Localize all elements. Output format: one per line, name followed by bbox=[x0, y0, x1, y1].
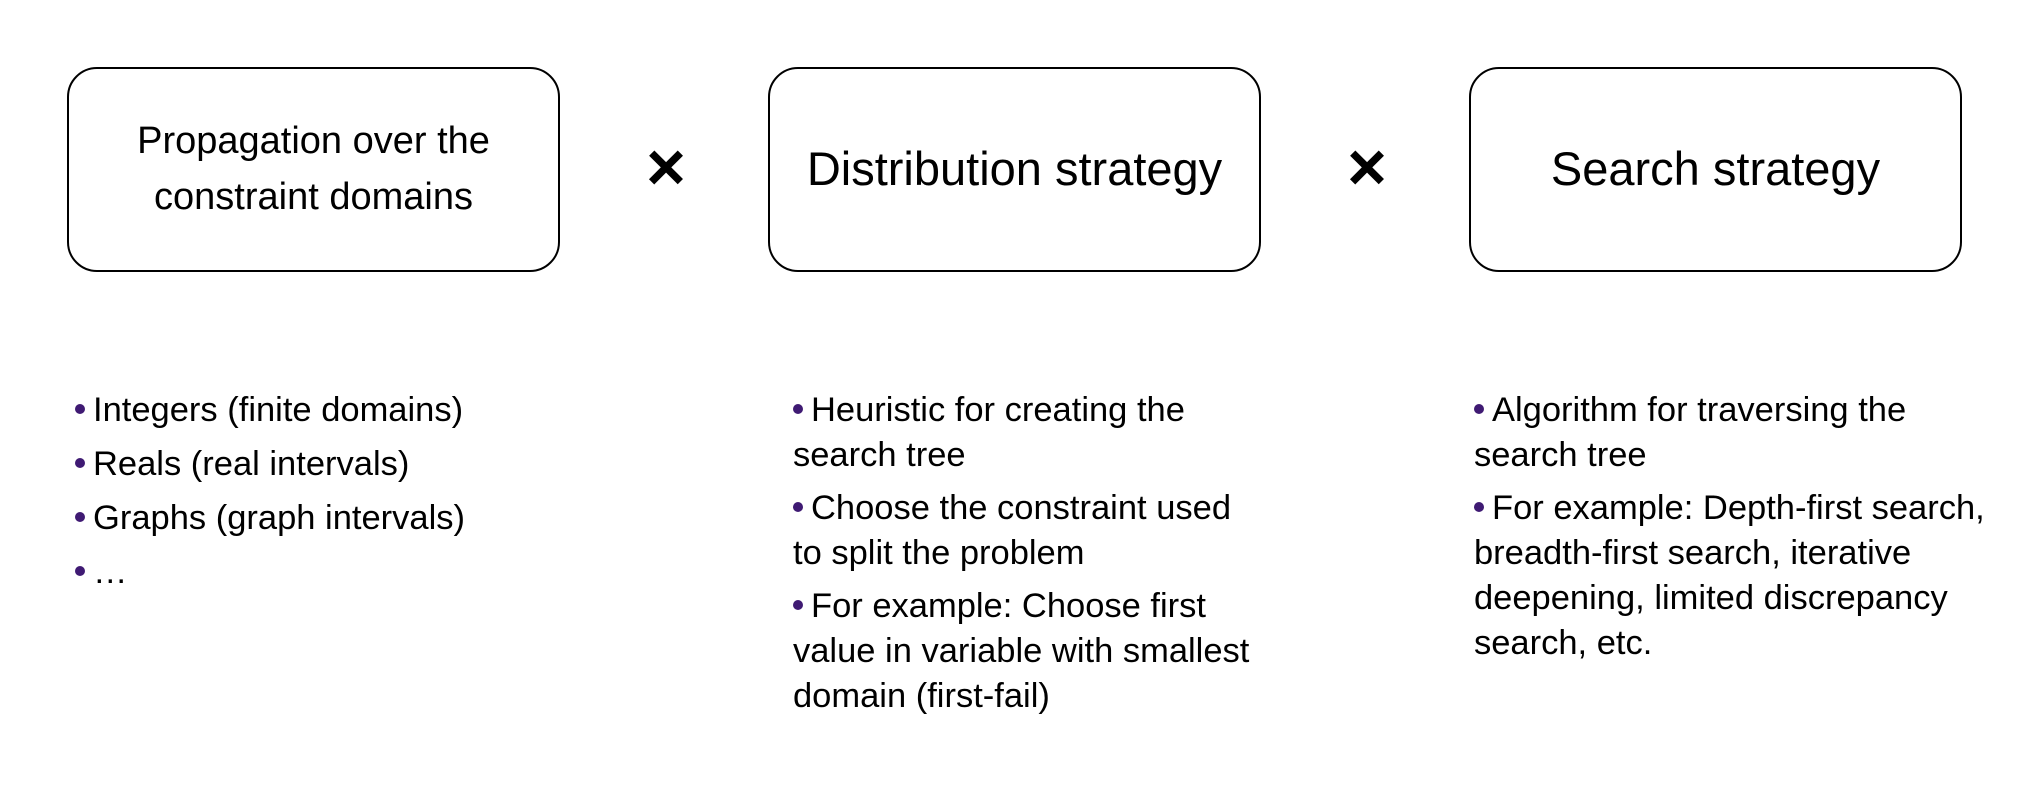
list-item-text: … bbox=[93, 553, 128, 591]
propagation-box: Propagation over the constraint domains bbox=[67, 67, 560, 272]
list-item-text: For example: Depth-first search, breadth… bbox=[1474, 489, 1985, 662]
propagation-list: Integers (finite domains) Reals (real in… bbox=[75, 388, 575, 604]
bullet-icon bbox=[75, 565, 85, 576]
list-item-text: Graphs (graph intervals) bbox=[93, 499, 465, 537]
distribution-list: Heuristic for creating the search tree C… bbox=[793, 388, 1258, 727]
list-item-text: Heuristic for creating the search tree bbox=[793, 391, 1185, 474]
list-item: … bbox=[75, 550, 575, 595]
multiply-icon: × bbox=[646, 129, 686, 205]
bullet-icon bbox=[793, 403, 803, 414]
list-item-text: Choose the constraint used to split the … bbox=[793, 489, 1232, 572]
list-item-text: Algorithm for traversing the search tree bbox=[1474, 391, 1907, 474]
multiply-icon: × bbox=[1347, 129, 1387, 205]
bullet-icon bbox=[75, 457, 85, 468]
list-item: Algorithm for traversing the search tree bbox=[1474, 388, 2004, 478]
bullet-icon bbox=[75, 403, 85, 414]
list-item: Integers (finite domains) bbox=[75, 388, 575, 433]
bullet-icon bbox=[793, 599, 803, 610]
list-item: Reals (real intervals) bbox=[75, 442, 575, 487]
bullet-icon bbox=[1474, 501, 1484, 512]
list-item-text: For example: Choose first value in varia… bbox=[793, 587, 1250, 715]
list-item-text: Reals (real intervals) bbox=[93, 445, 410, 483]
list-item: Graphs (graph intervals) bbox=[75, 496, 575, 541]
search-box: Search strategy bbox=[1469, 67, 1962, 272]
list-item: Choose the constraint used to split the … bbox=[793, 486, 1258, 576]
bullet-icon bbox=[75, 511, 85, 522]
list-item: For example: Choose first value in varia… bbox=[793, 584, 1258, 719]
propagation-box-label: Propagation over the constraint domains bbox=[137, 120, 490, 218]
list-item: For example: Depth-first search, breadth… bbox=[1474, 486, 2004, 666]
search-box-label: Search strategy bbox=[1550, 142, 1881, 196]
bullet-icon bbox=[793, 501, 803, 512]
distribution-box: Distribution strategy bbox=[768, 67, 1261, 272]
list-item-text: Integers (finite domains) bbox=[93, 391, 464, 429]
bullet-icon bbox=[1474, 403, 1484, 414]
list-item: Heuristic for creating the search tree bbox=[793, 388, 1258, 478]
search-list: Algorithm for traversing the search tree… bbox=[1474, 388, 2004, 674]
distribution-box-label: Distribution strategy bbox=[806, 142, 1223, 196]
